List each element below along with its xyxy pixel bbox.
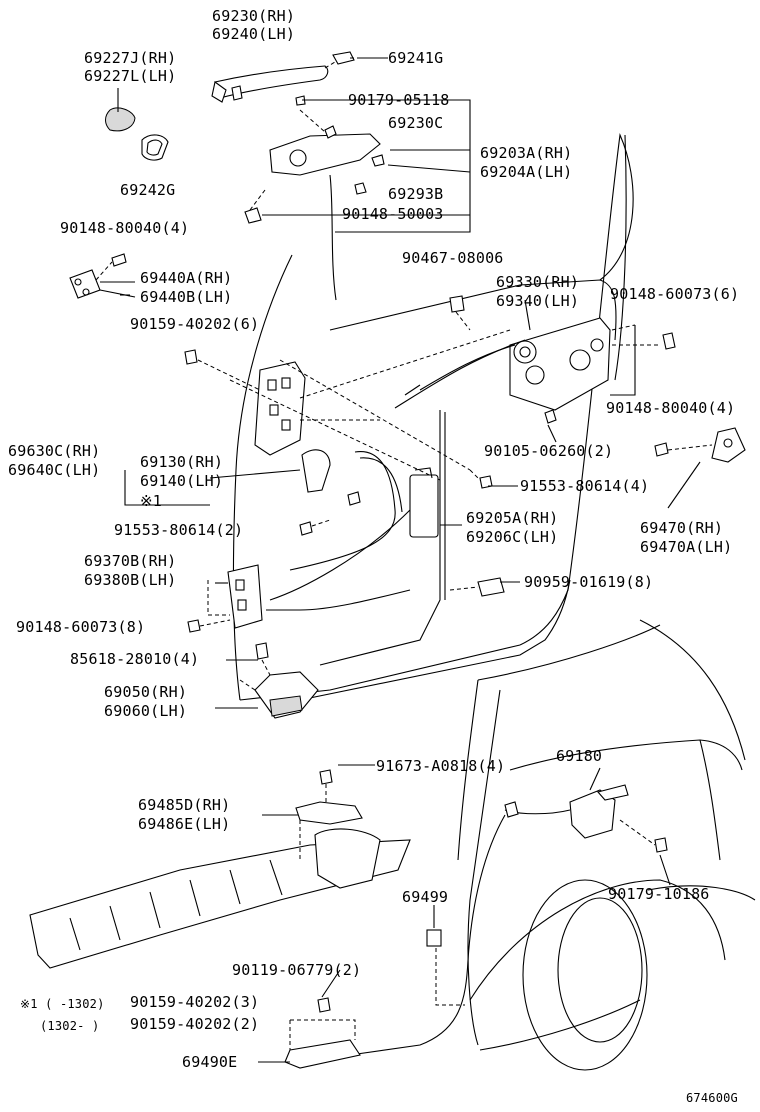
label-69440a: 69440A(RH) [140, 269, 233, 287]
label-90148-60073-a: 90148-60073(6) [610, 285, 740, 303]
label-69242g: 69242G [120, 181, 176, 199]
label-69180: 69180 [556, 747, 603, 765]
label-69206c: 69206C(LH) [466, 528, 559, 546]
label-69380b: 69380B(LH) [84, 571, 177, 589]
label-note-1: ※1 [140, 492, 162, 510]
label-90467-08006: 90467-08006 [402, 249, 504, 267]
label-69640c: 69640C(LH) [8, 461, 101, 479]
label-69203a: 69203A(RH) [480, 144, 573, 162]
label-69293b: 69293B [388, 185, 444, 203]
label-69050: 69050(RH) [104, 683, 188, 701]
footnote-1-prefix: ※1 ( -1302) [20, 997, 105, 1011]
label-69140: 69140(LH) [140, 472, 224, 490]
label-69486e: 69486E(LH) [138, 815, 231, 833]
label-90148-50003: 90148-50003 [342, 205, 444, 223]
label-90179-05118: 90179-05118 [348, 91, 450, 109]
label-90119-06779: 90119-06779(2) [232, 961, 362, 979]
floor-panel [29, 769, 411, 969]
label-85618-28010: 85618-28010(4) [70, 650, 200, 668]
label-69230: 69230(RH) [212, 7, 296, 25]
label-69630c: 69630C(RH) [8, 442, 101, 460]
label-90179-10186: 90179-10186 [608, 885, 710, 903]
label-69490e: 69490E [182, 1053, 238, 1071]
label-69204a: 69204A(LH) [480, 163, 573, 181]
label-69230c: 69230C [388, 114, 444, 132]
footnote-2-prefix: (1302- ) [40, 1019, 100, 1033]
leader-lines [120, 57, 671, 1063]
label-69330: 69330(RH) [496, 273, 580, 291]
label-90148-80040-a: 90148-80040(4) [60, 219, 190, 237]
footnote-1-part: 90159-40202(3) [130, 993, 260, 1011]
fuel-lid-opener [349, 784, 668, 1056]
label-91553-80614-b: 91553-80614(2) [114, 521, 244, 539]
inside-handle-frame [124, 349, 361, 536]
cables [266, 410, 446, 666]
label-69470: 69470(RH) [640, 519, 724, 537]
label-69241g: 69241G [388, 49, 444, 67]
label-69227l: 69227L(LH) [84, 67, 177, 85]
label-90148-80040-b: 90148-80040(4) [606, 399, 736, 417]
label-69240: 69240(LH) [212, 25, 296, 43]
bracket-groups [262, 99, 471, 233]
lock-actuator [409, 467, 493, 538]
label-90159-40202: 90159-40202(6) [130, 315, 260, 333]
dashed-guides [229, 329, 511, 481]
label-69130: 69130(RH) [140, 453, 224, 471]
label-91673-a0818: 91673-A0818(4) [376, 757, 506, 775]
door-lock-assembly [394, 295, 676, 424]
label-90148-60073-b: 90148-60073(8) [16, 618, 146, 636]
figure-code: 674600G [686, 1091, 738, 1105]
outside-handle [211, 51, 360, 103]
handle-cap [105, 88, 136, 132]
lever-lower [284, 929, 465, 1069]
label-69470a: 69470A(LH) [640, 538, 733, 556]
label-69227j: 69227J(RH) [84, 49, 177, 67]
handle-frame [244, 95, 385, 301]
label-69340: 69340(LH) [496, 292, 580, 310]
label-69440b: 69440B(LH) [140, 288, 233, 306]
lower-lock [187, 564, 505, 676]
gasket [141, 134, 169, 161]
label-91553-80614-a: 91553-80614(4) [520, 477, 650, 495]
car-rear-body [457, 619, 756, 1071]
label-90105-06260: 90105-06260(2) [484, 442, 614, 460]
label-69499: 69499 [402, 888, 449, 906]
lock-handle-lower [239, 671, 319, 719]
striker [654, 427, 746, 509]
label-69060: 69060(LH) [104, 702, 188, 720]
label-69485d: 69485D(RH) [138, 796, 231, 814]
label-69370b: 69370B(RH) [84, 552, 177, 570]
hinge-upper [69, 253, 136, 299]
label-69205a: 69205A(RH) [466, 509, 559, 527]
label-90959-01619: 90959-01619(8) [524, 573, 654, 591]
footnote-2-part: 90159-40202(2) [130, 1015, 260, 1033]
